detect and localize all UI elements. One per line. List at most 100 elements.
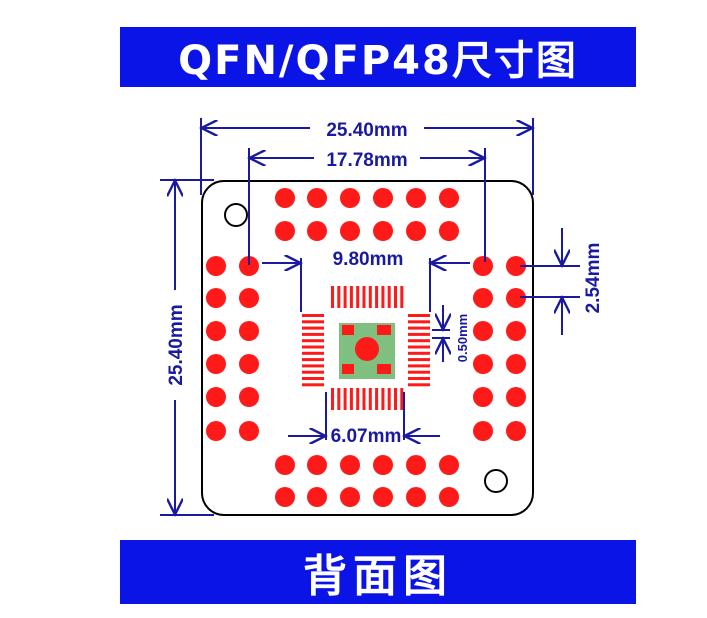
center-pad-tab-br — [377, 364, 391, 374]
pin-right-1-4 — [506, 387, 526, 407]
pin-right-1-1 — [506, 288, 526, 308]
qfn-pads — [302, 286, 430, 410]
pin-bottom-1-2 — [340, 487, 360, 507]
pin-top-0-2 — [340, 188, 360, 208]
qfn-pad-bottom-5 — [362, 388, 366, 410]
qfn-pad-right-4 — [408, 339, 430, 343]
pin-right-1-2 — [506, 321, 526, 341]
qfn-pad-right-6 — [408, 351, 430, 355]
center-pad-tab-left — [342, 325, 354, 335]
pin-left-0-4 — [206, 387, 226, 407]
pin-left-1-3 — [239, 354, 259, 374]
qfn-pad-bottom-8 — [381, 388, 385, 410]
qfn-pad-right-1 — [408, 320, 430, 324]
center-pad-dot — [355, 337, 379, 361]
qfn-pad-bottom-4 — [356, 388, 360, 410]
pin-top-1-2 — [340, 221, 360, 241]
qfn-pad-left-3 — [302, 332, 324, 336]
qfn-pad-top-6 — [368, 286, 372, 308]
qfn-pad-right-3 — [408, 332, 430, 336]
pin-top-1-0 — [275, 221, 295, 241]
pin-right-1-3 — [506, 354, 526, 374]
pin-left-0-2 — [206, 321, 226, 341]
qfn-pad-right-7 — [408, 358, 430, 362]
mounting-hole-bottom-right — [484, 469, 508, 493]
qfn-pad-left-11 — [302, 383, 324, 387]
pin-bottom-0-5 — [439, 455, 459, 475]
qfn-pad-bottom-9 — [387, 388, 391, 410]
qfn-pad-left-5 — [302, 345, 324, 349]
title-banner: QFN/QFP48尺寸图 — [120, 27, 636, 87]
pin-left-0-5 — [206, 421, 226, 441]
qfn-pad-right-2 — [408, 326, 430, 330]
qfn-pad-bottom-10 — [394, 388, 397, 410]
qfn-pad-left-2 — [302, 326, 324, 330]
qfn-pad-top-0 — [331, 286, 334, 308]
pin-left-1-5 — [239, 421, 259, 441]
pad-span-label: 6.07mm — [331, 426, 402, 447]
pin-top-0-4 — [406, 188, 426, 208]
qfn-pad-top-4 — [356, 286, 360, 308]
dip-pins — [206, 188, 526, 507]
dimension-lines — [160, 118, 580, 515]
chip-span-label: 9.80mm — [333, 249, 404, 270]
pin-bottom-1-5 — [439, 487, 459, 507]
qfn-pad-left-0 — [302, 314, 324, 317]
pad-pitch-label: 0.50mm — [455, 314, 470, 362]
pin-top-0-5 — [439, 188, 459, 208]
qfn-pad-bottom-1 — [337, 388, 341, 410]
qfn-pad-top-7 — [375, 286, 379, 308]
pin-bottom-1-4 — [406, 487, 426, 507]
qfn-pad-top-8 — [381, 286, 385, 308]
pin-bottom-0-2 — [340, 455, 360, 475]
pin-bottom-0-3 — [373, 455, 393, 475]
qfn-pad-bottom-3 — [349, 388, 353, 410]
qfn-pad-top-5 — [362, 286, 366, 308]
pin-left-1-4 — [239, 387, 259, 407]
qfn-pad-bottom-6 — [368, 388, 372, 410]
qfn-pad-right-8 — [408, 364, 430, 368]
pin-span-label: 17.78mm — [326, 150, 407, 171]
footer-banner: 背面图 — [120, 540, 636, 604]
qfn-pad-bottom-2 — [343, 388, 347, 410]
qfn-pad-right-0 — [408, 314, 430, 317]
pin-top-1-1 — [307, 221, 327, 241]
pin-left-0-1 — [206, 288, 226, 308]
center-pad-tab-bl — [342, 364, 354, 374]
qfn-pad-right-11 — [408, 383, 430, 387]
pin-right-0-3 — [473, 354, 493, 374]
qfn-pad-bottom-0 — [331, 388, 334, 410]
qfn-pad-right-10 — [408, 377, 430, 380]
qfn-pad-left-7 — [302, 358, 324, 362]
pin-top-1-5 — [439, 221, 459, 241]
qfn-pad-left-6 — [302, 351, 324, 355]
qfn-pad-right-5 — [408, 345, 430, 349]
pin-left-0-0 — [206, 256, 226, 276]
qfn-pad-right-9 — [408, 370, 430, 374]
pin-bottom-1-3 — [373, 487, 393, 507]
outer-width-label: 25.40mm — [326, 120, 407, 141]
qfn-pad-bottom-7 — [375, 388, 379, 410]
pin-left-1-0 — [239, 256, 259, 276]
qfn-pad-top-9 — [387, 286, 391, 308]
pin-bottom-1-1 — [307, 487, 327, 507]
qfn-pad-top-3 — [349, 286, 353, 308]
pin-top-1-3 — [373, 221, 393, 241]
pin-right-0-1 — [473, 288, 493, 308]
qfn-pad-top-2 — [343, 286, 347, 308]
footer-text: 背面图 — [303, 551, 453, 602]
qfn-pad-top-1 — [337, 286, 341, 308]
mounting-hole-top-left — [224, 203, 248, 227]
pin-right-0-0 — [473, 256, 493, 276]
pin-right-0-2 — [473, 321, 493, 341]
pin-right-0-5 — [473, 421, 493, 441]
pin-right-1-5 — [506, 421, 526, 441]
qfn-pad-left-8 — [302, 364, 324, 368]
pin-top-0-1 — [307, 188, 327, 208]
pin-left-0-3 — [206, 354, 226, 374]
pin-top-0-3 — [373, 188, 393, 208]
qfn-pad-left-10 — [302, 377, 324, 380]
qfn-pad-bottom-11 — [400, 388, 404, 410]
title-text: QFN/QFP48尺寸图 — [178, 38, 578, 84]
